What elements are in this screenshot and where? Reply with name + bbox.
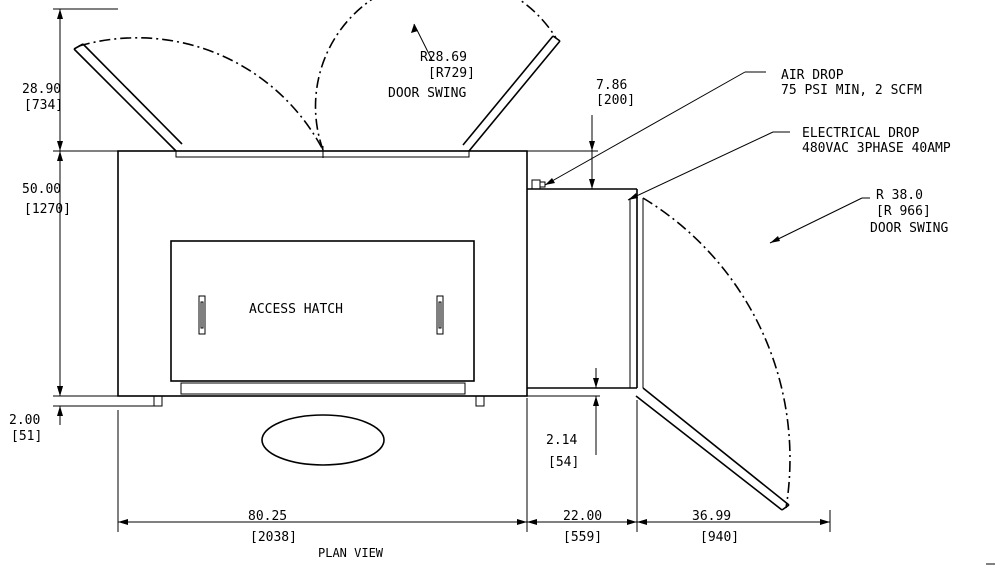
width-extension-lines [117,398,831,532]
floor-opening [261,414,385,466]
top-door-swing-label: DOOR SWING [388,86,466,101]
top-door-right [462,35,561,152]
top-door-dim-mm: [734] [24,98,63,113]
height-dimension [53,150,118,397]
hatch-handle-left [198,295,206,335]
air-drop-offset-dimension [527,115,598,189]
electrical-drop-leader [627,131,774,201]
height-dim-mm: [1270] [24,202,71,217]
bottom-offset-dimension [527,368,600,455]
width-door-mm: [940] [700,530,739,545]
width-ext-value: 22.00 [563,509,602,524]
access-hatch-label: ACCESS HATCH [249,302,343,317]
top-radius-mm: [R729] [428,66,475,81]
extension-box [527,188,644,389]
right-radius-leader [769,197,863,244]
top-door-swing-arc-right [314,0,557,151]
air-drop-fitting [531,179,546,190]
view-title: PLAN VIEW [318,546,384,560]
air-drop-offset-value: 7.86 [596,78,627,93]
access-hatch [170,240,475,382]
foot-offset-dimension [53,386,154,425]
right-door-swing-label: DOOR SWING [870,221,948,236]
foot-offset-mm: [51] [11,429,42,444]
foot-offset-value: 2.00 [9,413,40,428]
cabinet-base-strip [180,382,466,395]
width-door-dimension [637,519,830,525]
top-door-left [73,43,183,152]
air-drop-leader [544,71,746,186]
right-radius-label: R 38.0 [876,188,923,203]
right-door-swing-arc [642,197,791,509]
top-radius-label: R28.69 [420,50,467,65]
top-door-dim-value: 28.90 [22,82,61,97]
width-main-value: 80.25 [248,509,287,524]
air-drop-spec: 75 PSI MIN, 2 SCFM [781,83,922,98]
electrical-drop-spec: 480VAC 3PHASE 40AMP [802,141,951,156]
electrical-drop-label: ELECTRICAL DROP [802,126,920,141]
right-radius-mm: [R 966] [876,204,931,219]
width-door-value: 36.99 [692,509,731,524]
height-dim-value: 50.00 [22,182,61,197]
top-door-swing-arc-left [78,36,324,151]
width-main-dimension [118,519,527,525]
width-ext-mm: [559] [563,530,602,545]
width-main-mm: [2038] [250,530,297,545]
hatch-handle-right [436,295,444,335]
cabinet-body [117,150,528,397]
bottom-offset-mm: [54] [548,455,579,470]
cabinet-foot-left [153,395,163,407]
air-drop-offset-mm: [200] [596,93,635,108]
width-ext-dimension [527,519,637,525]
air-drop-label: AIR DROP [781,68,844,83]
top-door-dimension [53,8,118,151]
right-door [635,387,790,511]
bottom-offset-value: 2.14 [546,433,577,448]
cabinet-foot-right [475,395,485,407]
